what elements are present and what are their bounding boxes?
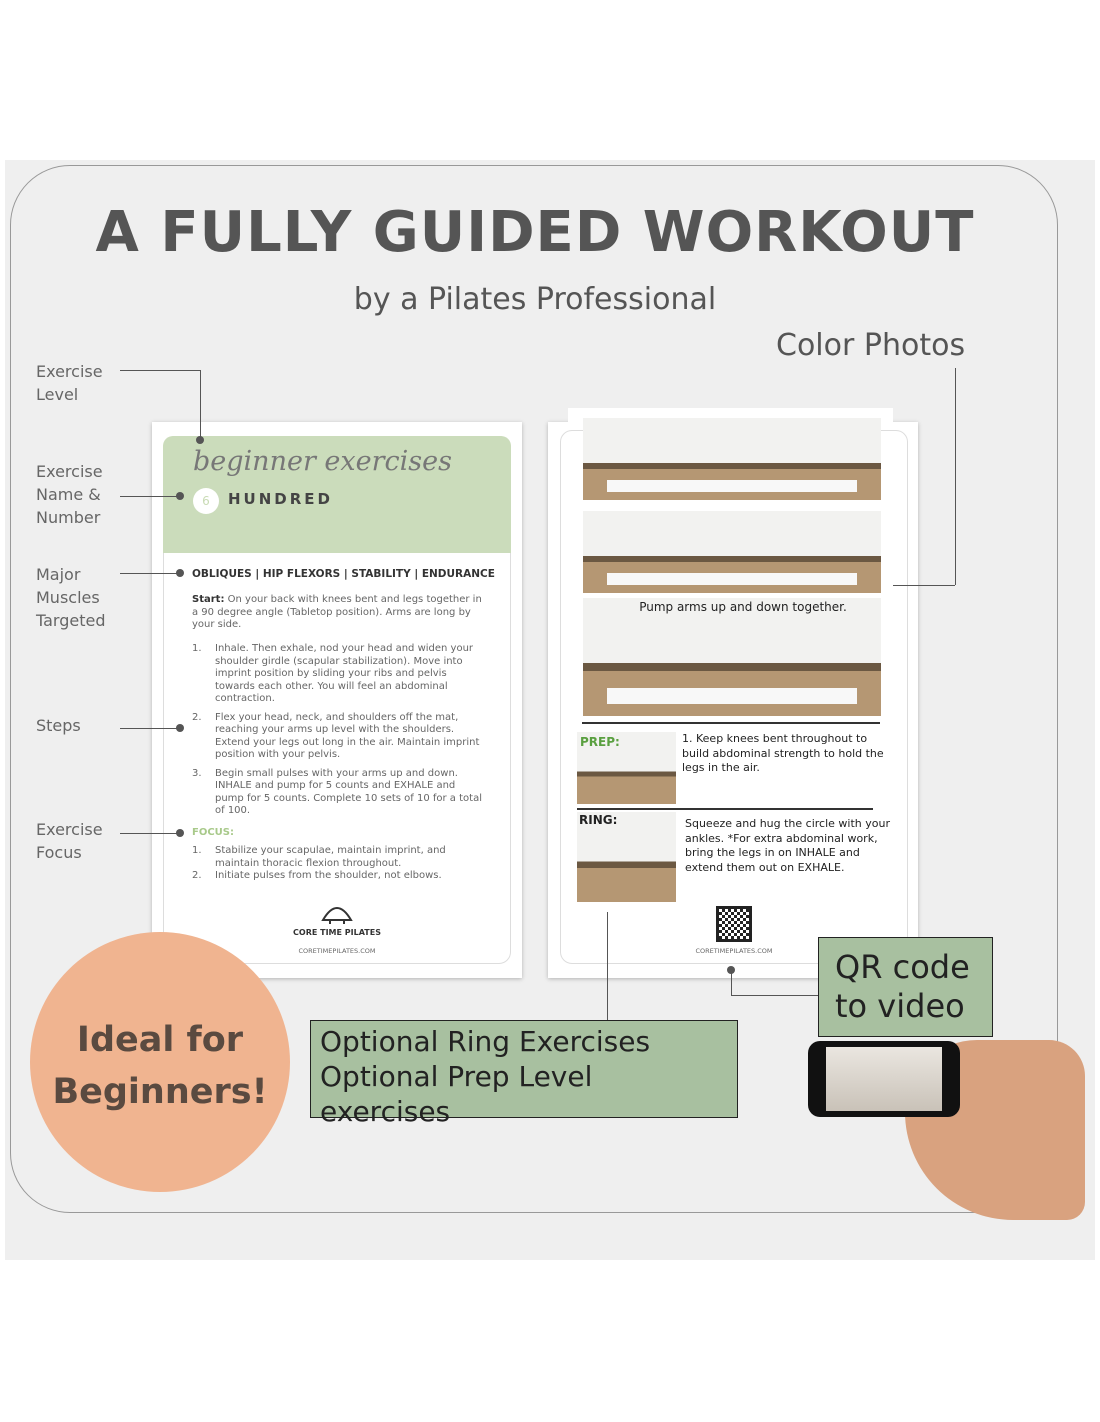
start-text: Start: On your back with knees bent and … [192, 594, 482, 632]
focus-text: Stabilize your scapulae, maintain imprin… [215, 845, 446, 869]
step-text: Inhale. Then exhale, nod your head and w… [215, 643, 474, 704]
ring-photo [577, 812, 676, 902]
step-item: 3.Begin small pulses with your arms up a… [192, 767, 482, 817]
qr-code-icon[interactable] [716, 906, 752, 942]
focus-label: FOCUS: [192, 827, 234, 838]
qr-text: QR code [835, 948, 970, 986]
start-label: Start: [192, 594, 225, 605]
callout-steps: Steps [36, 716, 81, 735]
callout-text: Name & [36, 485, 101, 504]
callout-text: Muscles [36, 588, 100, 607]
callout-text: Exercise [36, 362, 103, 381]
card-header: beginner exercises 6 HUNDRED [163, 436, 511, 553]
focus-text: Initiate pulses from the shoulder, not e… [215, 870, 442, 881]
steps-list: 1.Inhale. Then exhale, nod your head and… [192, 643, 482, 818]
callout-text: Exercise [36, 462, 103, 481]
exercise-photo [583, 598, 881, 716]
exercise-photo [583, 418, 881, 500]
optional-exercises-box: Optional Ring Exercises Optional Prep Le… [310, 1020, 738, 1128]
qr-code-box: QR code to video [818, 937, 993, 1037]
callout-text: Major [36, 565, 81, 584]
subtitle: by a Pilates Professional [353, 282, 717, 317]
prep-photo [577, 732, 676, 804]
qr-text: to video [835, 987, 965, 1025]
website: CORETIMEPILATES.COM [695, 947, 773, 955]
prep-label: PREP: [580, 735, 620, 749]
phone-video-icon [808, 1041, 960, 1117]
page-title: A FULLY GUIDED WORKOUT [95, 200, 975, 265]
website: CORETIMEPILATES.COM [298, 947, 376, 955]
focus-item: 2.Initiate pulses from the shoulder, not… [192, 870, 482, 883]
turtle-icon [321, 907, 353, 924]
step-text: Begin small pulses with your arms up and… [215, 767, 482, 817]
focus-item: 1.Stabilize your scapulae, maintain impr… [192, 845, 482, 870]
exercise-name: HUNDRED [228, 490, 333, 508]
optional-prep-text: Optional Prep Level exercises [320, 1060, 593, 1128]
focus-list: 1.Stabilize your scapulae, maintain impr… [192, 845, 482, 883]
ring-text: Squeeze and hug the circle with your ank… [685, 817, 890, 874]
photo-caption: Pump arms up and down together. [639, 600, 847, 614]
callout-text: Targeted [36, 611, 106, 630]
color-photos-label: Color Photos [776, 328, 966, 363]
logo-text: CORE TIME PILATES [293, 928, 381, 937]
callout-text: Number [36, 508, 101, 527]
rounded-frame [10, 165, 1058, 1213]
core-time-logo: CORE TIME PILATES [287, 900, 387, 937]
beginners-badge: Ideal for Beginners! [30, 932, 290, 1192]
callout-text: Level [36, 385, 79, 404]
exercise-number: 6 [193, 488, 219, 514]
prep-text: 1. Keep knees bent throughout to build a… [682, 732, 884, 774]
step-text: Flex your head, neck, and shoulders off … [215, 711, 480, 761]
badge-text: Beginners! [52, 1072, 268, 1112]
badge-text: Ideal for [76, 1020, 244, 1060]
muscles-targeted: OBLIQUES | HIP FLEXORS | STABILITY | END… [192, 568, 495, 580]
start-body: On your back with knees bent and legs to… [192, 594, 482, 630]
step-item: 2.Flex your head, neck, and shoulders of… [192, 712, 482, 762]
ring-label: RING: [579, 813, 618, 827]
category-title: beginner exercises [193, 446, 452, 477]
callout-text: Exercise [36, 820, 103, 839]
step-item: 1.Inhale. Then exhale, nod your head and… [192, 643, 482, 706]
optional-ring-text: Optional Ring Exercises [320, 1025, 651, 1058]
callout-text: Focus [36, 843, 82, 862]
exercise-photo [583, 511, 881, 593]
